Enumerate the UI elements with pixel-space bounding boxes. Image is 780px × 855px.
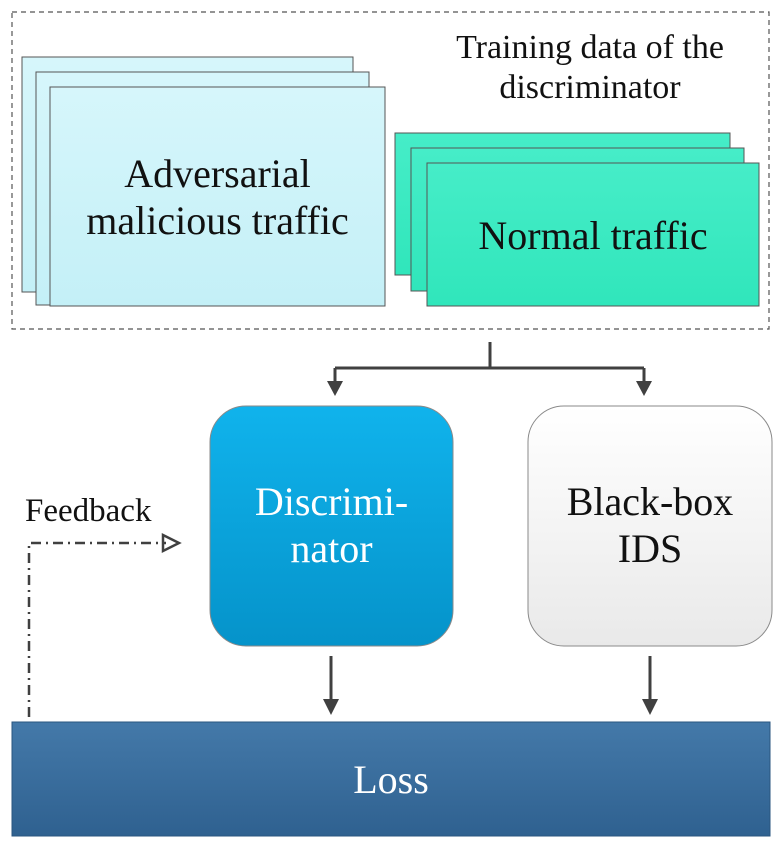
feedback-label: Feedback — [25, 493, 152, 529]
down-arrows — [329, 656, 652, 702]
arrowhead-discriminator-to-loss — [323, 699, 339, 715]
normal-traffic-label: Normal traffic — [478, 213, 708, 258]
normal-card-front — [426, 162, 760, 307]
adversarial-traffic-stack — [21, 56, 386, 307]
feedback-line — [27, 541, 166, 717]
loss-bar — [11, 721, 771, 837]
training-data-container — [11, 11, 770, 330]
arrowhead-ids-to-loss — [642, 699, 658, 715]
training-data-label: Training data of the discriminator — [456, 29, 724, 107]
blackbox-ids-label: Black-box IDS — [566, 479, 734, 572]
feedback-arrowhead — [161, 532, 182, 554]
discriminator-box — [209, 405, 454, 647]
loss-label: Loss — [353, 757, 429, 802]
normal-traffic-stack — [394, 132, 760, 307]
split-arrow — [333, 342, 646, 385]
arrowhead-to-discriminator — [327, 381, 343, 396]
adversarial-traffic-label: Adversarial malicious traffic — [86, 151, 349, 244]
blackbox-ids-box — [527, 405, 773, 647]
discriminator-label: Discrimi- nator — [254, 479, 409, 572]
arrowhead-to-blackbox-ids — [636, 381, 652, 396]
adversarial-card-front — [49, 86, 386, 307]
